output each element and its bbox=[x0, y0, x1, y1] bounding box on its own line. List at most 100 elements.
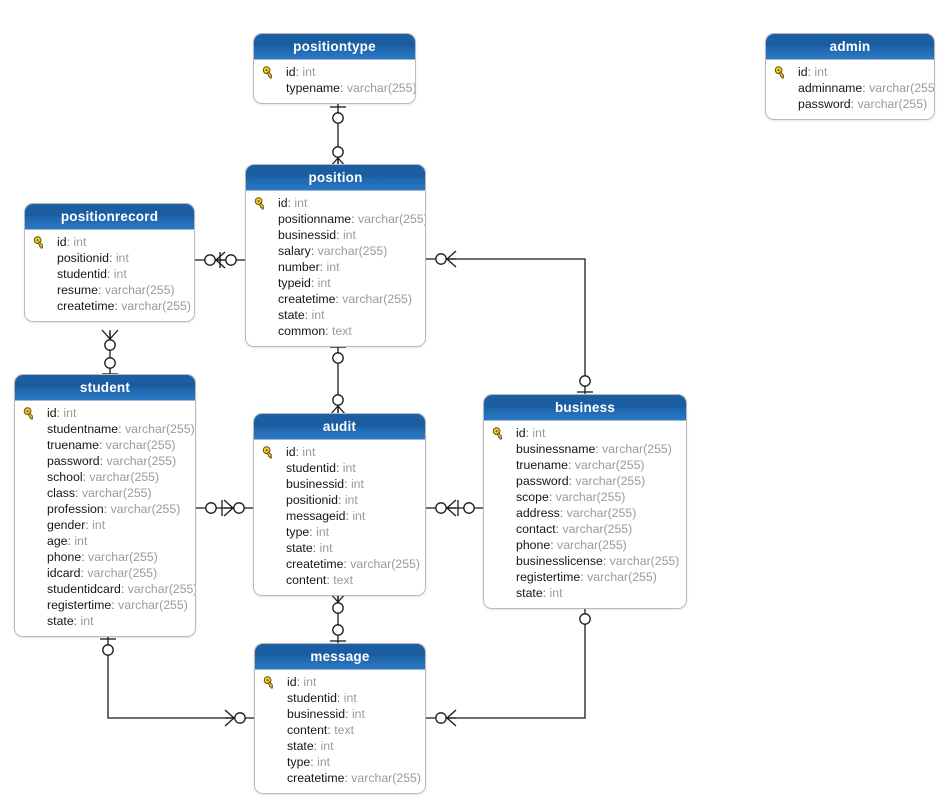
primary-key-icon bbox=[492, 427, 502, 440]
attribute-row: content: text bbox=[287, 723, 355, 737]
attribute-name: state bbox=[287, 739, 314, 753]
attribute-name: state bbox=[47, 614, 74, 628]
attribute-row: content: text bbox=[286, 573, 354, 587]
attribute-type: text bbox=[333, 573, 354, 587]
attribute-name: truename bbox=[47, 438, 99, 452]
attribute-name: school bbox=[47, 470, 83, 484]
entity-title: positiontype bbox=[254, 34, 415, 60]
edge-positionrecord-student bbox=[101, 329, 119, 375]
attribute-type: int bbox=[80, 614, 94, 628]
entity-title: position bbox=[246, 165, 425, 191]
attribute-name: id bbox=[286, 445, 296, 459]
attribute-row-primary-key: id: int bbox=[484, 425, 686, 441]
attribute-name: salary bbox=[278, 244, 311, 258]
attribute-row-primary-key: id: int bbox=[766, 64, 934, 80]
attribute-name: contact bbox=[516, 522, 556, 536]
attribute-name: age bbox=[47, 534, 68, 548]
attribute-name: positionid bbox=[286, 493, 338, 507]
attribute-type: int bbox=[532, 426, 546, 440]
attribute-type: varchar(255) bbox=[574, 458, 645, 472]
attribute-type: varchar(255) bbox=[609, 554, 680, 568]
attribute-type: int bbox=[344, 493, 358, 507]
edge-positiontype-position bbox=[329, 103, 347, 168]
attribute-name: truename bbox=[516, 458, 568, 472]
attribute-row: registertime: varchar(255) bbox=[47, 598, 188, 612]
attribute-name: createtime bbox=[278, 292, 336, 306]
attribute-type: int bbox=[320, 739, 334, 753]
attribute-row: positionid: int bbox=[57, 251, 129, 265]
attribute-name: registertime bbox=[516, 570, 581, 584]
attribute-name: id bbox=[516, 426, 526, 440]
attribute-row: profession: varchar(255) bbox=[47, 502, 181, 516]
attribute-name: content bbox=[286, 573, 327, 587]
edge-positionrecord-position bbox=[195, 251, 245, 269]
attribute-row: phone: varchar(255) bbox=[47, 550, 158, 564]
attribute-name: positionid bbox=[57, 251, 109, 265]
attribute-type: int bbox=[549, 586, 563, 600]
attribute-type: int bbox=[294, 196, 308, 210]
attribute-type: varchar(255) bbox=[118, 598, 188, 612]
attribute-row: scope: varchar(255) bbox=[516, 490, 626, 504]
attribute-row: registertime: varchar(255) bbox=[516, 570, 657, 584]
attribute-type: varchar(255) bbox=[587, 570, 657, 584]
attribute-row: idcard: varchar(255) bbox=[47, 566, 158, 580]
attribute-name: password bbox=[47, 454, 100, 468]
attribute-type: int bbox=[115, 251, 129, 265]
primary-key-icon bbox=[23, 407, 33, 420]
attribute-row: adminname: varchar(255) bbox=[766, 80, 934, 96]
attribute-type: varchar(255) bbox=[857, 97, 928, 111]
attribute-type: varchar(255) bbox=[575, 474, 646, 488]
attribute-type: int bbox=[302, 65, 316, 79]
attribute-type: int bbox=[311, 308, 325, 322]
attribute-type: int bbox=[319, 541, 333, 555]
attribute-row: truename: varchar(255) bbox=[47, 438, 176, 452]
attribute-type: varchar(255) bbox=[105, 438, 176, 452]
primary-key-icon bbox=[254, 197, 264, 210]
edge-position-audit bbox=[329, 345, 347, 416]
attribute-name: type bbox=[287, 755, 311, 769]
attribute-row: number: int bbox=[278, 260, 340, 274]
attribute-type: int bbox=[302, 445, 316, 459]
attribute-row: gender: int bbox=[47, 518, 106, 532]
attribute-name: address bbox=[516, 506, 560, 520]
attribute-row: password: varchar(255) bbox=[47, 454, 177, 468]
attribute-row: businessid: int bbox=[278, 228, 356, 242]
attribute-name: resume bbox=[57, 283, 99, 297]
attribute-row: password: varchar(255) bbox=[798, 97, 928, 111]
attribute-type: text bbox=[334, 723, 355, 737]
primary-key-icon bbox=[262, 66, 272, 79]
attribute-type: varchar(255) bbox=[104, 283, 175, 297]
edge-position-business bbox=[426, 250, 594, 394]
attribute-row: createtime: varchar(255) bbox=[286, 557, 420, 571]
attribute-type: varchar(255) bbox=[88, 550, 158, 564]
primary-key-icon bbox=[33, 236, 43, 249]
attribute-type: varchar(255) bbox=[351, 771, 421, 785]
attribute-type: int bbox=[350, 477, 364, 491]
attribute-type: int bbox=[303, 675, 317, 689]
attribute-row: businessid: int bbox=[287, 707, 365, 721]
attribute-name: state bbox=[516, 586, 543, 600]
attribute-type: int bbox=[63, 406, 77, 420]
attribute-name: number bbox=[278, 260, 320, 274]
attribute-row: school: varchar(255) bbox=[47, 470, 160, 484]
attribute-type: int bbox=[351, 707, 365, 721]
attribute-row: positionname: varchar(255) bbox=[278, 212, 426, 226]
attribute-row: age: int bbox=[47, 534, 88, 548]
primary-key-icon bbox=[774, 66, 784, 79]
attribute-type: int bbox=[342, 461, 356, 475]
